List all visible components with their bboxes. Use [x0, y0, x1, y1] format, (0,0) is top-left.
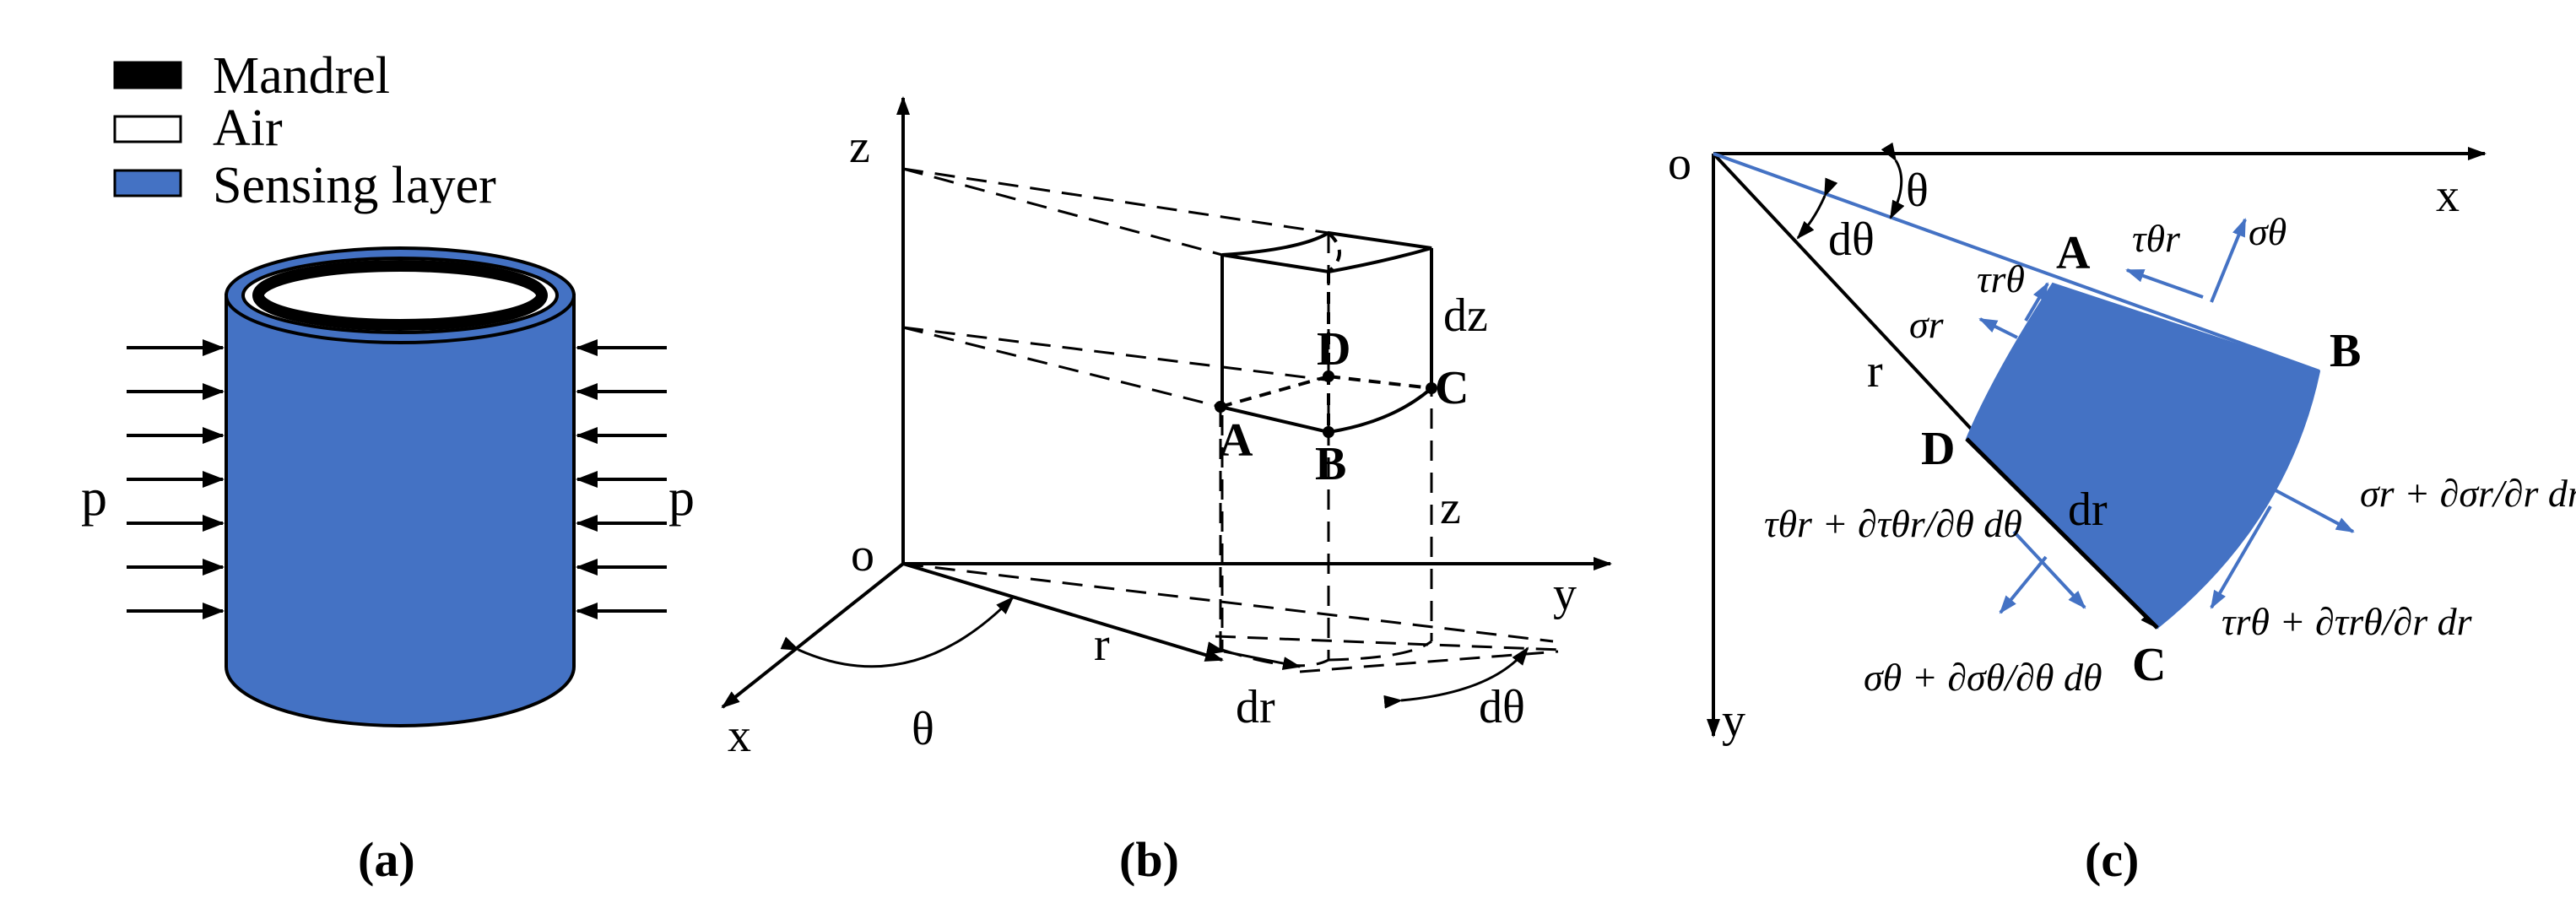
air-gap-top	[241, 257, 559, 334]
eq-sigma-r-dr: σr + ∂σr/∂r dr	[2360, 472, 2576, 515]
label-c-c: C	[2132, 639, 2166, 691]
label-z-proj: z	[1440, 482, 1461, 534]
eq-tau-theta-r-dtheta: τθr + ∂τθr/∂θ dθ	[1764, 502, 2022, 545]
label-r-b: r	[1094, 619, 1110, 671]
label-sigma-theta: σθ	[2249, 210, 2286, 253]
legend-label-air: Air	[213, 100, 283, 157]
panel-b: z o y x θ r dr dθ dz z A B C D (b)	[721, 96, 1612, 887]
label-theta-c: θ	[1906, 165, 1929, 217]
mandrel-top	[252, 260, 548, 331]
panel-c: o x y θ dθ r dr A B C D τθr σθ τrθ σr σr…	[1668, 138, 2576, 887]
axes-b	[721, 96, 1612, 709]
label-axis-x: x	[728, 710, 751, 762]
pressure-label-right: p	[668, 469, 695, 527]
pressure-arrows-right	[576, 339, 667, 619]
pressure-label-left: p	[81, 469, 107, 527]
label-axis-z: z	[849, 121, 870, 173]
legend-label-mandrel: Mandrel	[213, 47, 390, 105]
panel-a: Mandrel Air Sensing layer	[81, 47, 695, 887]
edge-dc	[1965, 437, 2159, 630]
vertex-b	[1323, 426, 1334, 438]
arrow-sigma-theta-dtheta	[1999, 555, 2048, 614]
label-tau-r-theta: τrθ	[1977, 257, 2025, 300]
label-axis-x-c: x	[2436, 170, 2460, 222]
label-dr-b: dr	[1236, 681, 1275, 733]
arrow-sigma-theta	[2210, 218, 2247, 303]
legend-swatch-sensing	[113, 169, 182, 197]
vertex-c	[1426, 382, 1437, 394]
element-vertices	[1215, 370, 1437, 438]
stress-element	[1965, 282, 2321, 630]
label-c-b: C	[1435, 362, 1469, 414]
caption-b: (b)	[1119, 832, 1179, 887]
arrow-tau-theta-r-dtheta	[2012, 530, 2086, 609]
cylinder	[225, 246, 576, 727]
eq-tau-r-theta-dr: τrθ + ∂τrθ/∂r dr	[2222, 600, 2473, 643]
legend: Mandrel Air Sensing layer	[113, 47, 496, 214]
label-a-b: A	[1219, 414, 1253, 467]
legend-swatch-mandrel	[113, 61, 182, 89]
arrow-tau-r-theta-dr	[2210, 505, 2272, 609]
arrow-tau-r-theta	[2024, 282, 2049, 322]
pressure-arrows-left	[127, 339, 225, 619]
angle-arcs-b	[780, 596, 1529, 709]
label-b-b: B	[1315, 438, 1346, 490]
vertex-d	[1323, 370, 1334, 382]
label-dtheta-c: dθ	[1828, 214, 1875, 266]
label-axis-y-c: y	[1722, 695, 1745, 747]
label-dr-c: dr	[2068, 484, 2108, 536]
caption-c: (c)	[2085, 832, 2139, 887]
axis-x	[721, 562, 905, 709]
arrow-sigma-r-dr	[2273, 488, 2355, 533]
label-dz: dz	[1443, 289, 1488, 342]
label-sigma-r: σr	[1909, 303, 1945, 346]
label-tau-theta-r: τθr	[2132, 217, 2181, 260]
label-a-c: A	[2056, 227, 2091, 279]
stress-arrows	[1978, 218, 2355, 614]
label-r-c: r	[1867, 345, 1883, 397]
label-d-c: D	[1921, 423, 1955, 475]
legend-label-sensing: Sensing layer	[213, 157, 496, 214]
label-origin-b: o	[851, 529, 874, 581]
cylinder-body	[225, 294, 576, 727]
label-b-c: B	[2330, 325, 2361, 377]
angle-arcs-c	[1796, 142, 1905, 240]
caption-a: (a)	[358, 832, 415, 887]
label-origin-c: o	[1668, 138, 1691, 190]
label-theta-b: θ	[912, 703, 934, 755]
label-dtheta-b: dθ	[1479, 681, 1525, 733]
label-d-b: D	[1317, 323, 1350, 376]
element-box	[1220, 230, 1433, 434]
label-axis-y: y	[1553, 568, 1577, 620]
eq-sigma-theta-dtheta: σθ + ∂σθ/∂θ dθ	[1864, 656, 2102, 699]
arrow-sigma-r	[1978, 317, 2018, 339]
vertex-a	[1215, 401, 1226, 413]
arrow-tau-theta-r	[2125, 268, 2204, 299]
radius-r	[902, 562, 1224, 662]
legend-swatch-air	[113, 115, 182, 143]
